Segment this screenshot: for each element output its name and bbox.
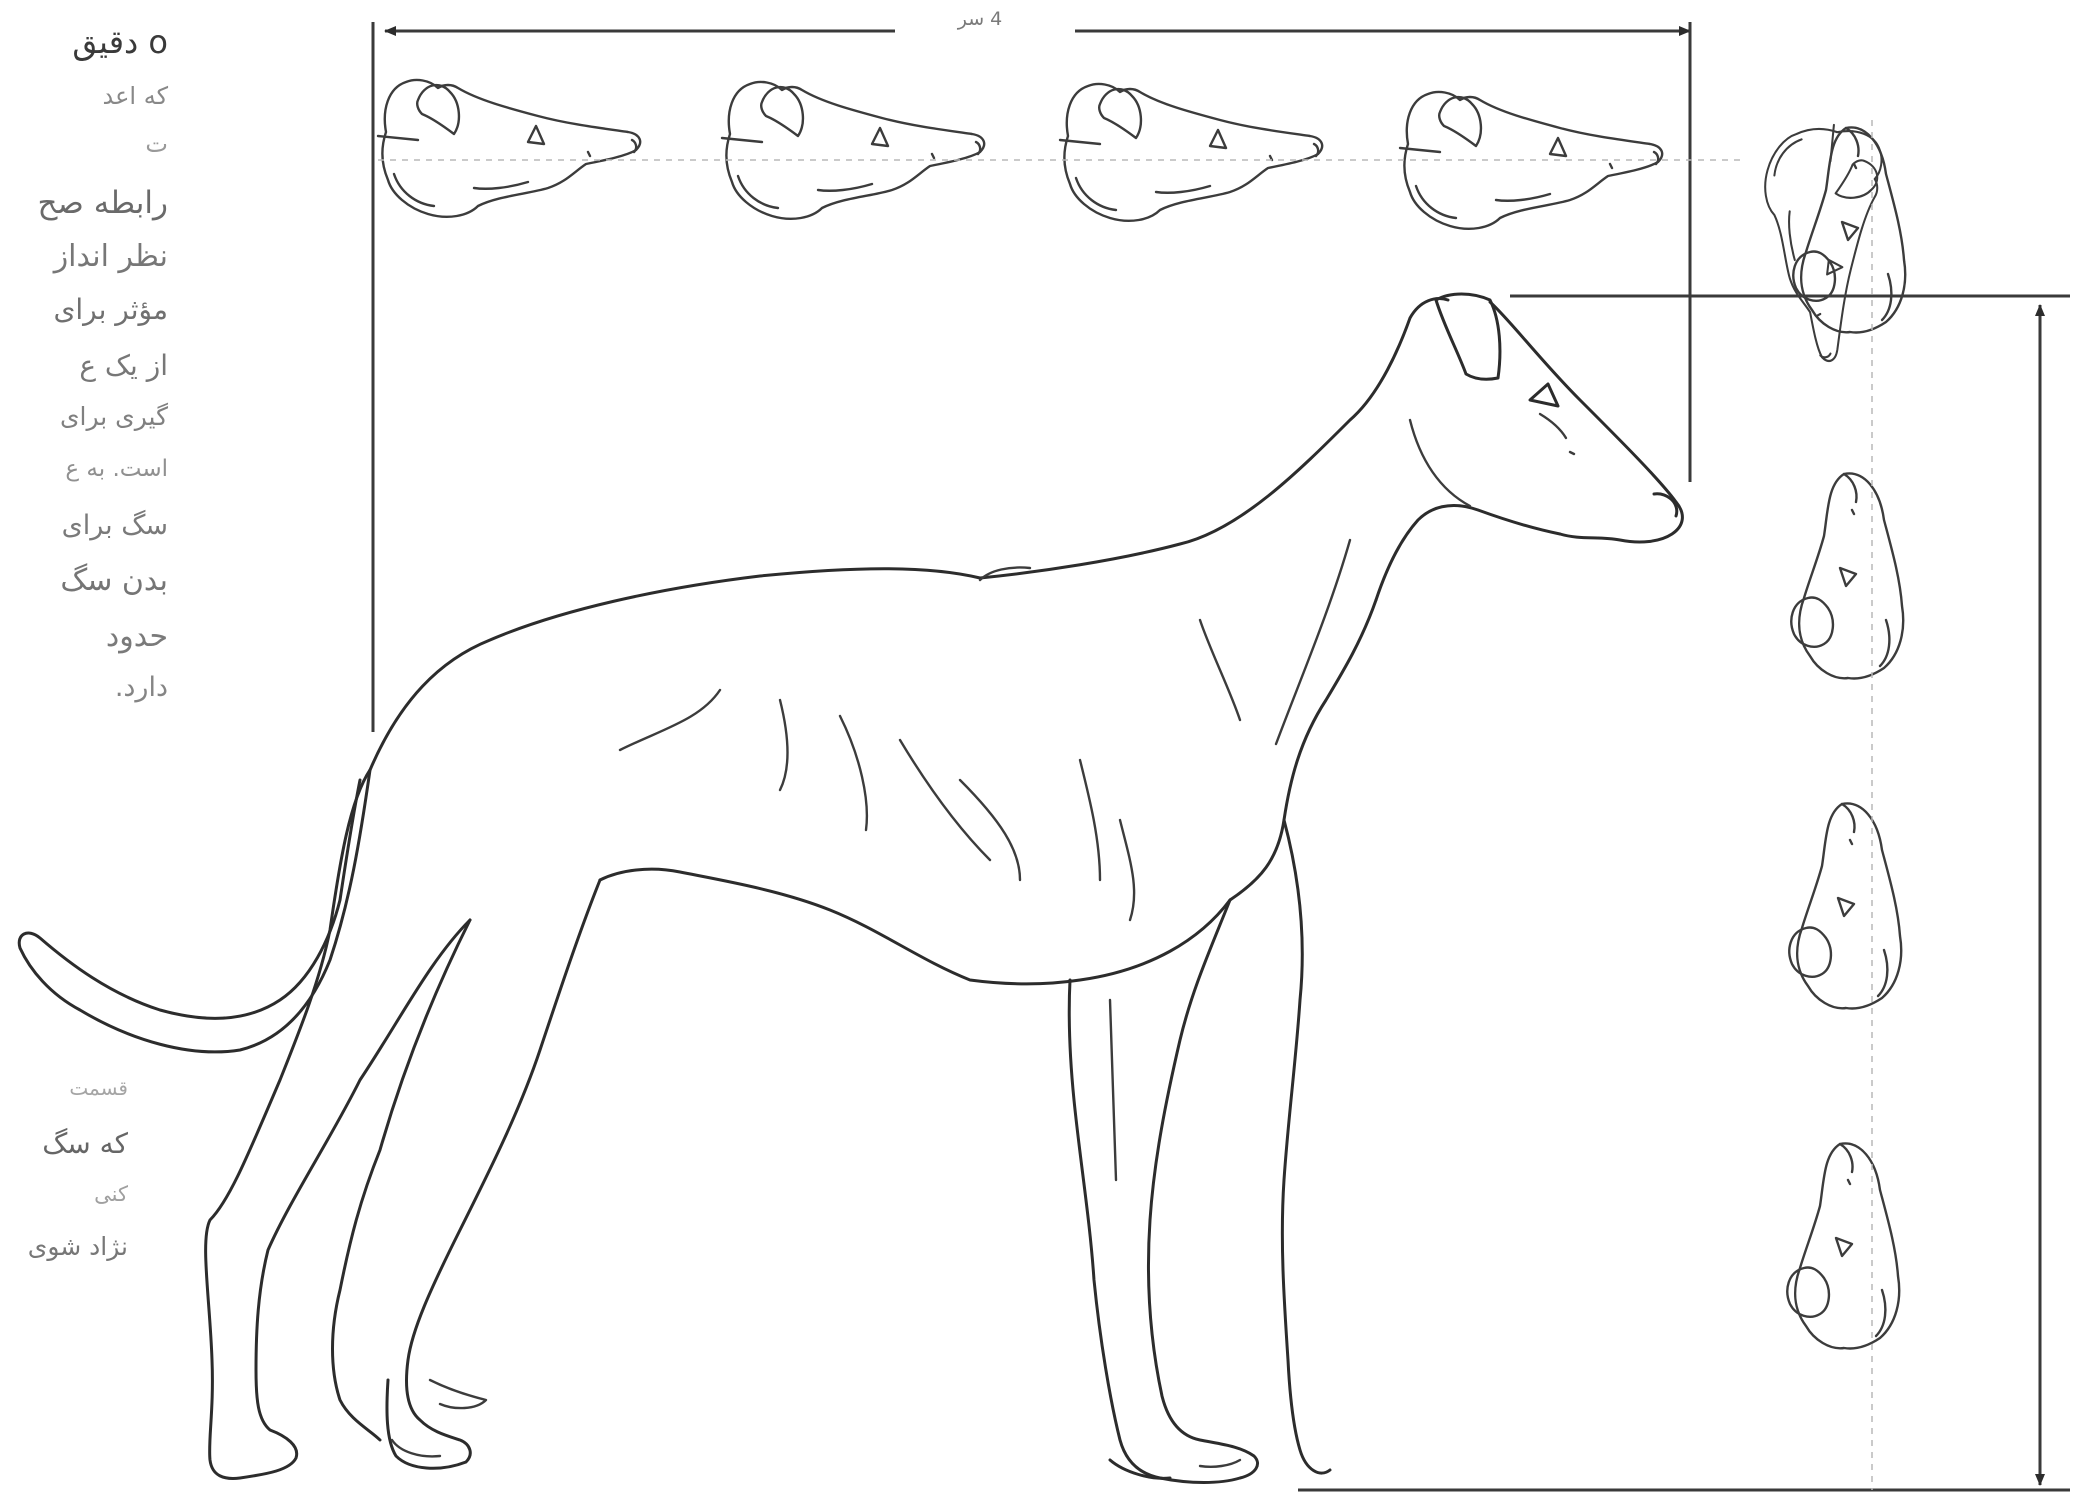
head-column: [1765, 125, 1905, 1349]
head-row: [378, 80, 1662, 229]
head-stack-3: [1789, 803, 1901, 1008]
head-stack-4: [1787, 1143, 1899, 1348]
head-side-3: [1060, 84, 1322, 221]
head-side-1: [378, 80, 640, 217]
head-stack-1: [1793, 127, 1905, 332]
dog-figure: [19, 294, 1682, 1483]
head-side-2: [722, 82, 984, 219]
head-stack-2: [1791, 473, 1903, 678]
head-top-ear: [1765, 125, 1881, 361]
